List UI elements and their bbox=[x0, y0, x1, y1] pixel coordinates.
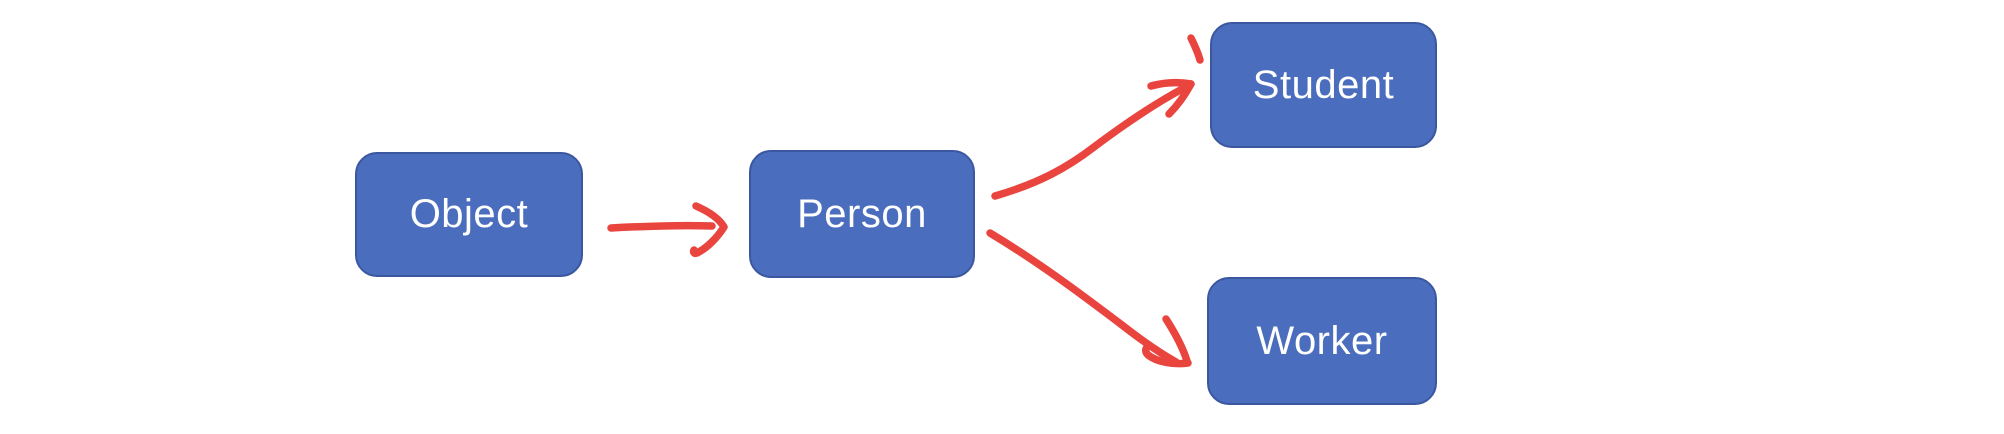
edge-object-person-arrowhead bbox=[689, 202, 728, 257]
node-student-label: Student bbox=[1252, 62, 1395, 107]
node-student: Student bbox=[1210, 22, 1437, 148]
edge-object-person-shaft bbox=[607, 221, 716, 232]
node-person: Person bbox=[749, 150, 975, 278]
node-worker: Worker bbox=[1207, 277, 1437, 405]
edge-person-worker-arrowhead-lower bbox=[1142, 342, 1192, 368]
edge-person-worker bbox=[986, 229, 1192, 368]
edge-person-worker-arrowhead bbox=[1162, 315, 1191, 365]
edge-person-student-pen-overshoot bbox=[1187, 34, 1204, 64]
node-worker-label: Worker bbox=[1256, 318, 1388, 363]
edge-person-student-arrowhead-lower bbox=[1165, 80, 1195, 118]
edge-person-student-shaft bbox=[991, 84, 1188, 200]
node-person-label: Person bbox=[797, 191, 927, 236]
node-object-label: Object bbox=[409, 192, 529, 236]
node-object: Object bbox=[355, 152, 583, 277]
edge-person-student-arrowhead bbox=[1147, 78, 1195, 90]
edge-object-person bbox=[607, 202, 728, 257]
edge-person-worker-shaft bbox=[986, 229, 1180, 366]
edge-person-student bbox=[991, 34, 1204, 200]
